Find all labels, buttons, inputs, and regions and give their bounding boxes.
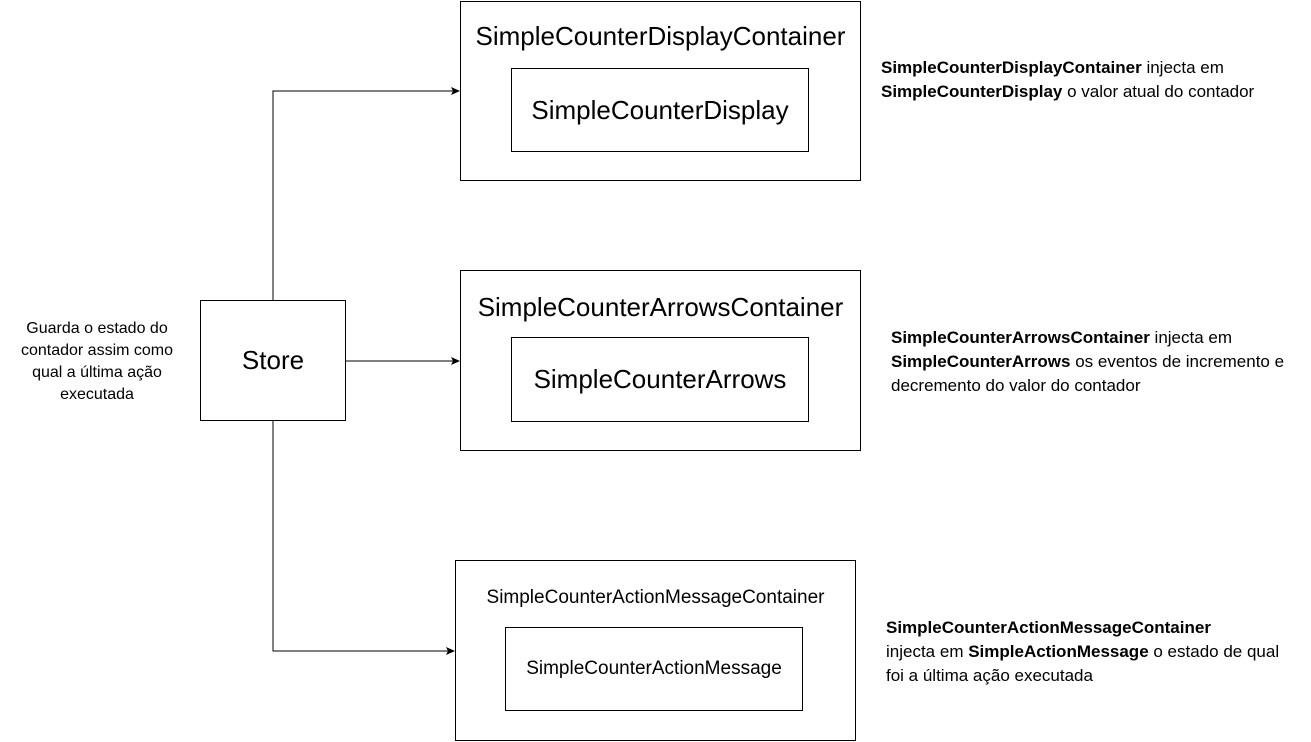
store-to-action-message-arrow [272, 420, 455, 655]
action-message-container-box: SimpleCounterActionMessageContainer Simp… [455, 560, 856, 741]
store-note: Guarda o estado do contador assim como q… [20, 320, 174, 403]
action-message-component-box: SimpleCounterActionMessage [505, 627, 803, 711]
arrows-note-text1: injecta em [1149, 328, 1233, 347]
action-message-note-text1: injecta em [886, 642, 969, 661]
arrows-note-text2: os eventos de incremento e decremento do… [891, 352, 1285, 395]
display-container-box: SimpleCounterDisplayContainer SimpleCoun… [460, 1, 861, 181]
action-message-note-text2: o estado de qual foi a última ação execu… [886, 642, 1280, 685]
display-note-text1: injecta em [1141, 58, 1224, 77]
action-message-note: SimpleCounterActionMessageContainer inje… [886, 616, 1281, 688]
store-label: Store [241, 345, 305, 375]
display-note-text2: o valor atual do contador [1062, 82, 1255, 101]
arrows-container-box: SimpleCounterArrowsContainer SimpleCount… [460, 270, 861, 451]
display-note-bold-component: SimpleCounterDisplay [881, 82, 1063, 101]
store-node: Store [200, 300, 346, 421]
action-message-component-label: SimpleCounterActionMessage [526, 658, 782, 679]
arrows-note-bold-component: SimpleCounterArrows [891, 352, 1071, 371]
arrows-component-label: SimpleCounterArrows [533, 364, 787, 394]
action-message-note-bold-container: SimpleCounterActionMessageContainer [886, 618, 1211, 637]
display-note: SimpleCounterDisplayContainer injecta em… [881, 56, 1281, 104]
action-message-container-title: SimpleCounterActionMessageContainer [486, 587, 825, 608]
display-note-bold-container: SimpleCounterDisplayContainer [881, 58, 1142, 77]
display-component-box: SimpleCounterDisplay [511, 68, 809, 152]
action-message-note-bold-component: SimpleActionMessage [968, 642, 1149, 661]
arrows-component-box: SimpleCounterArrows [511, 337, 809, 422]
arrows-container-title: SimpleCounterArrowsContainer [477, 292, 844, 322]
store-to-display-arrow [272, 87, 460, 300]
display-container-title: SimpleCounterDisplayContainer [475, 21, 846, 51]
display-component-label: SimpleCounterDisplay [531, 94, 789, 125]
arrows-note: SimpleCounterArrowsContainer injecta em … [891, 326, 1309, 398]
arrows-note-bold-container: SimpleCounterArrowsContainer [891, 328, 1150, 347]
